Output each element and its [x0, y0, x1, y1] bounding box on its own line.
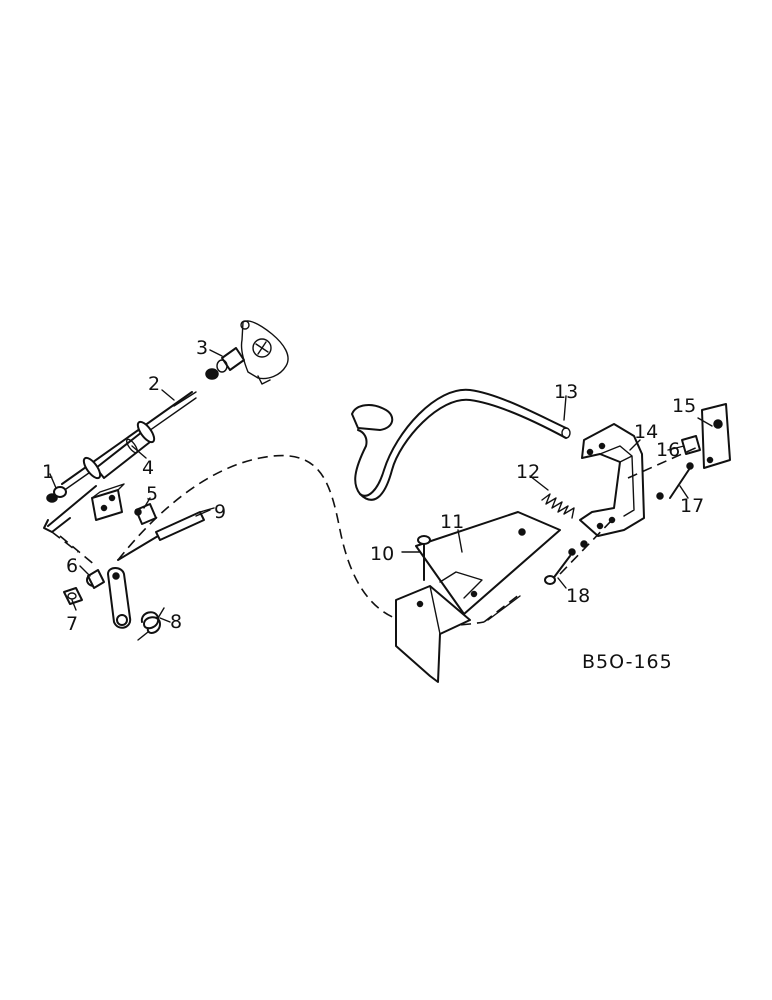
lever-arm: [107, 567, 132, 629]
pedal-rod-part-13: [351, 388, 571, 501]
callout-5: 5: [146, 483, 158, 505]
callout-1: 1: [42, 461, 54, 483]
callout-17: 17: [680, 495, 704, 517]
callout-6: 6: [66, 555, 78, 577]
callout-16: 16: [656, 439, 680, 461]
nut-part-7: [63, 587, 83, 605]
plate-part-15: [701, 403, 731, 469]
rod-part-2: [61, 391, 197, 490]
mount-bracket: [395, 585, 471, 683]
callout-4: 4: [142, 457, 154, 479]
bolt-part-18: [544, 540, 588, 585]
sleeve-part-4: [82, 420, 156, 480]
callout-15: 15: [672, 395, 696, 417]
fitting-part-16: [681, 435, 701, 455]
bolt-part-17: [656, 462, 694, 500]
cable-end-part-9: [117, 507, 215, 561]
governor-housing: [240, 320, 289, 385]
callout-7: 7: [66, 613, 78, 635]
callout-13: 13: [554, 381, 578, 403]
spring-part-12: [541, 493, 575, 519]
callout-3: 3: [196, 337, 208, 359]
leader-lines: [49, 349, 713, 623]
spring-part-8: [137, 607, 165, 641]
fitting-part-3: [205, 347, 245, 380]
callout-2: 2: [148, 373, 160, 395]
bolt-part-10: [417, 535, 431, 581]
block-bracket: [91, 483, 125, 521]
callout-9: 9: [214, 501, 226, 523]
nut-part-1: [43, 485, 97, 533]
callout-14: 14: [634, 421, 658, 443]
plate-part-11: [415, 511, 561, 615]
callout-8: 8: [170, 611, 182, 633]
bushing-part-6: [86, 569, 105, 589]
figure-reference: B5O-165: [582, 651, 673, 673]
callout-18: 18: [566, 585, 590, 607]
bracket-part-14: [579, 423, 645, 537]
callout-10: 10: [370, 543, 394, 565]
callout-11: 11: [440, 511, 464, 533]
callout-12: 12: [516, 461, 540, 483]
